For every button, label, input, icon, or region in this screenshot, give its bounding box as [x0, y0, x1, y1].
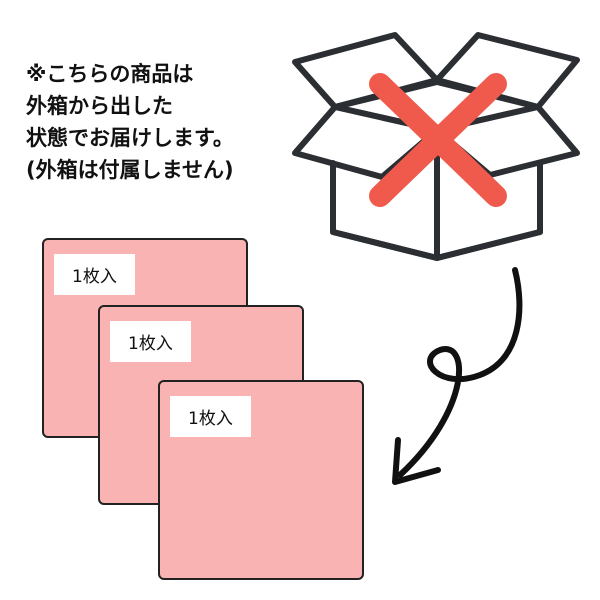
curved-arrow-icon — [397, 267, 523, 478]
quantity-label: 1枚入 — [54, 254, 135, 295]
quantity-label: 1枚入 — [110, 321, 191, 362]
quantity-label: 1枚入 — [170, 396, 251, 437]
product-card: 1枚入 — [158, 380, 364, 580]
cross-icon — [369, 73, 507, 207]
notice-line: 状態でお届けします。 — [26, 126, 234, 150]
notice-line: (外箱は付属しません) — [26, 158, 234, 182]
notice-line: ※こちらの商品は — [26, 62, 194, 86]
arrowhead-icon — [392, 437, 441, 485]
notice-text: ※こちらの商品は 外箱から出した 状態でお届けします。 (外箱は付属しません) — [26, 58, 234, 186]
open-box-icon — [292, 32, 580, 261]
notice-line: 外箱から出した — [26, 94, 173, 118]
